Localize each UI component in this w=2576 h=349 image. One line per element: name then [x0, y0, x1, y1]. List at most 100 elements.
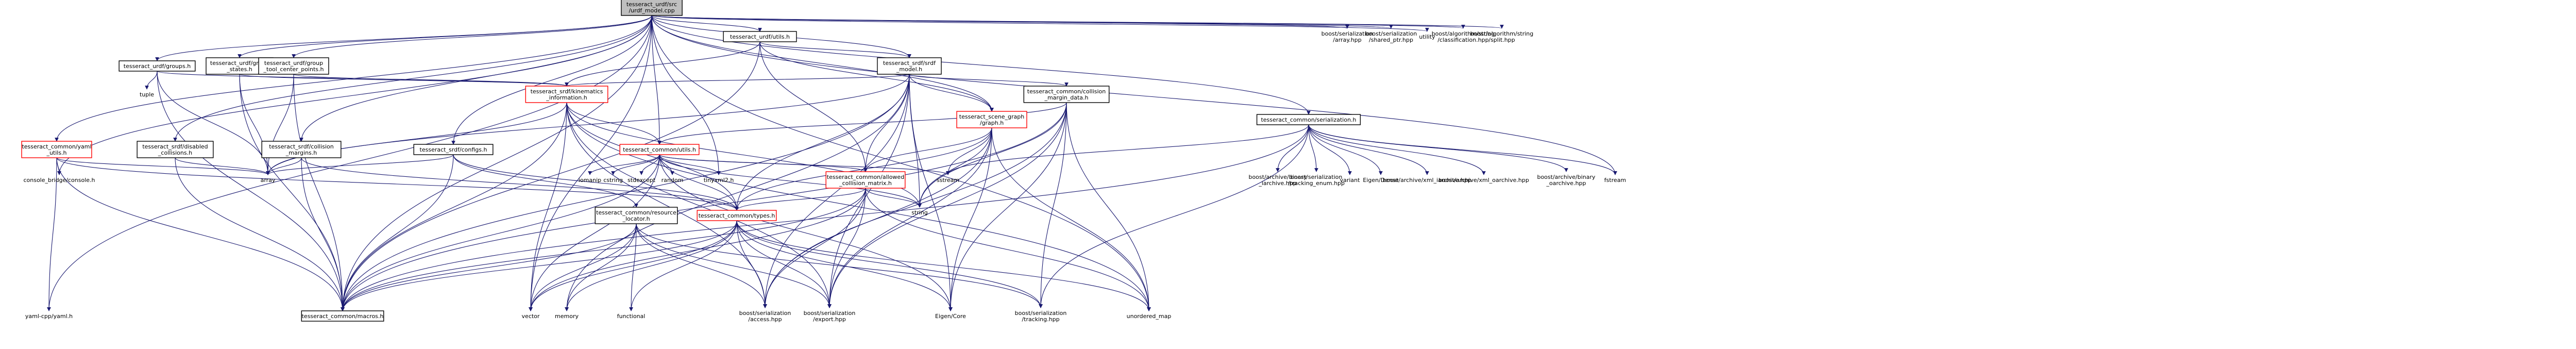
- node-resource_locator[interactable]: tesseract_common/resource_locator.h: [595, 207, 678, 224]
- node-label: /classification.hpp: [1437, 37, 1488, 43]
- edges-layer: [47, 15, 1617, 311]
- node-label: tesseract_srdf/collision: [269, 143, 334, 150]
- edge-kin_info-to-macros: [341, 102, 567, 311]
- edge-yaml_utils-to-yaml_cpp: [47, 157, 57, 311]
- node-label: /graph.h: [980, 120, 1004, 126]
- node-ser_shared[interactable]: boost/serialization/shared_ptr.hpp: [1365, 30, 1417, 43]
- node-ar_binary_iarchive[interactable]: boost/archive/binary_iarchive.hpp: [1248, 174, 1307, 187]
- edge-resource_locator-to-ser_export: [636, 223, 832, 308]
- node-ar_binary_oarchive[interactable]: boost/archive/binary_oarchive.hpp: [1537, 174, 1596, 187]
- node-ser_access[interactable]: boost/serialization/access.hpp: [739, 310, 791, 323]
- edge-common_utils-to-macros: [341, 154, 660, 311]
- node-ser_tracking[interactable]: boost/serialization/tracking.hpp: [1015, 310, 1067, 323]
- edge-root-to-macros: [341, 15, 652, 311]
- edge-scene_graph-to-allowed_coll: [863, 127, 992, 172]
- node-box: [258, 57, 329, 75]
- edge-disabled_coll-to-macros: [175, 157, 345, 311]
- node-kin_info[interactable]: tesseract_srdf/kinematics_information.h: [525, 86, 608, 103]
- node-yaml_cpp[interactable]: yaml-cpp/yaml.h: [25, 313, 73, 320]
- node-label: _locator.h: [622, 215, 650, 222]
- node-root[interactable]: tesseract_urdf/src/urdf_model.cpp: [621, 0, 683, 16]
- node-label: boost/archive/binary: [1248, 174, 1307, 180]
- node-macros[interactable]: tesseract_common/macros.h: [301, 310, 384, 322]
- node-common_ser[interactable]: tesseract_common/serialization.h: [1256, 114, 1361, 125]
- node-string[interactable]: string: [911, 209, 928, 216]
- edge-yaml_utils-to-macros: [56, 157, 345, 311]
- node-cstring[interactable]: cstring: [603, 177, 623, 184]
- node-types_h[interactable]: tesseract_common/types.h: [697, 210, 777, 221]
- node-scene_graph[interactable]: tesseract_scene_graph/graph.h: [956, 111, 1027, 128]
- node-utility[interactable]: utility: [1419, 34, 1435, 40]
- edge-allowed_coll-to-unordered_map: [865, 188, 1151, 311]
- node-box: [697, 210, 777, 221]
- node-common_utils[interactable]: tesseract_common/utils.h: [619, 144, 700, 155]
- edge-scene_graph-to-ser_export: [827, 127, 992, 308]
- node-eigen_core[interactable]: Eigen/Core: [935, 313, 966, 320]
- node-ser_export[interactable]: boost/serialization/export.hpp: [804, 310, 856, 323]
- edge-types_h-to-eigen_core: [736, 220, 953, 311]
- node-label: boost/serialization: [739, 310, 791, 317]
- edge-groups_h-to-macros: [157, 71, 345, 311]
- node-array[interactable]: array: [261, 177, 276, 184]
- node-unordered_map[interactable]: unordered_map: [1127, 313, 1172, 320]
- edge-coll_margin-to-unordered_map: [1066, 102, 1151, 311]
- node-box: [1023, 86, 1110, 103]
- edge-common_ser-to-fstream: [1308, 124, 1617, 175]
- node-fstream[interactable]: fstream: [1604, 177, 1626, 184]
- node-coll_margins[interactable]: tesseract_srdf/collision_margins.h: [261, 141, 342, 158]
- node-tinyxml2[interactable]: tinyxml2.h: [704, 177, 734, 184]
- node-label: boost/serialization: [804, 310, 856, 317]
- node-box: [595, 207, 678, 224]
- node-coll_margin[interactable]: tesseract_common/collision_margin_data.h: [1023, 86, 1110, 103]
- node-label: yaml-cpp/yaml.h: [25, 313, 73, 320]
- node-configs_h[interactable]: tesseract_srdf/configs.h: [413, 144, 494, 155]
- node-algo_class[interactable]: boost/algorithm/string/classification.hp…: [1432, 30, 1495, 43]
- node-groups_h[interactable]: tesseract_urdf/groups.h: [118, 60, 196, 72]
- edge-common_utils-to-cstring: [611, 154, 660, 175]
- edge-common_ser-to-ser_tracking: [1039, 124, 1309, 308]
- edge-root-to-algo_split: [651, 15, 1503, 29]
- edge-root-to-fstream: [651, 15, 1617, 175]
- node-eigen_dense[interactable]: Eigen/Dense: [1363, 177, 1398, 184]
- edge-coll_margins-to-types_h: [301, 157, 739, 211]
- node-stdexcept[interactable]: stdexcept: [628, 177, 656, 184]
- edge-configs_h-to-array: [266, 154, 454, 175]
- node-iomanip[interactable]: iomanip: [579, 177, 601, 184]
- node-label: /tracking_enum.hpp: [1288, 180, 1345, 187]
- node-ar_xml_iarchive[interactable]: boost/archive/xml_iarchive.hpp: [1383, 177, 1471, 184]
- edge-root-to-utility: [651, 15, 1429, 32]
- node-group_tcp[interactable]: tesseract_urdf/group_tool_center_points.…: [258, 57, 329, 75]
- node-tuple[interactable]: tuple: [140, 91, 154, 98]
- node-variant[interactable]: variant: [1340, 177, 1361, 184]
- node-disabled_coll[interactable]: tesseract_srdf/disabled_collisions.h: [137, 141, 214, 158]
- edge-kin_info-to-vector: [529, 102, 567, 311]
- edge-utils_h-to-allowed_coll: [759, 41, 868, 172]
- node-label: _information.h: [546, 94, 587, 101]
- edge-types_h-to-unordered_map: [736, 220, 1151, 311]
- node-algo_split[interactable]: boost/algorithm/string/split.hpp: [1470, 30, 1534, 43]
- edge-common_ser-to-ar_xml_oarchive: [1308, 124, 1486, 175]
- edge-resource_locator-to-vector: [529, 223, 637, 311]
- node-label: boost/serialization: [1015, 310, 1067, 317]
- node-functional[interactable]: functional: [617, 313, 646, 320]
- edge-common_utils-to-string: [659, 154, 922, 208]
- node-yaml_utils[interactable]: tesseract_common/yaml_utils.h: [21, 141, 92, 158]
- edge-types_h-to-vector: [529, 220, 737, 311]
- node-utils_h[interactable]: tesseract_urdf/utils.h: [723, 31, 797, 42]
- node-sstream[interactable]: sstream: [937, 177, 959, 184]
- edge-configs_h-to-macros: [341, 154, 454, 311]
- node-ar_xml_oarchive[interactable]: boost/archive/xml_oarchive.hpp: [1438, 177, 1529, 184]
- edge-yaml_utils-to-types_h: [56, 157, 739, 211]
- node-memory[interactable]: memory: [555, 313, 579, 320]
- node-srdf_model[interactable]: tesseract_srdf/srdf_model.h: [877, 57, 942, 75]
- node-random[interactable]: random: [662, 177, 684, 184]
- node-allowed_coll[interactable]: tesseract_common/allowed_collision_matri…: [825, 171, 906, 189]
- node-label: tesseract_srdf/srdf: [883, 60, 936, 67]
- edge-root-to-configs_h: [451, 15, 652, 145]
- node-ser_tracking_enum[interactable]: boost/serialization/tracking_enum.hpp: [1288, 174, 1345, 187]
- node-vector[interactable]: vector: [522, 313, 540, 320]
- node-ser_array[interactable]: boost/serialization/array.hpp: [1321, 30, 1374, 43]
- node-label: iomanip: [579, 177, 601, 184]
- edge-common_ser-to-ar_binary_iarchive: [1276, 124, 1309, 172]
- node-console_bridge[interactable]: console_bridge/console.h: [23, 177, 95, 184]
